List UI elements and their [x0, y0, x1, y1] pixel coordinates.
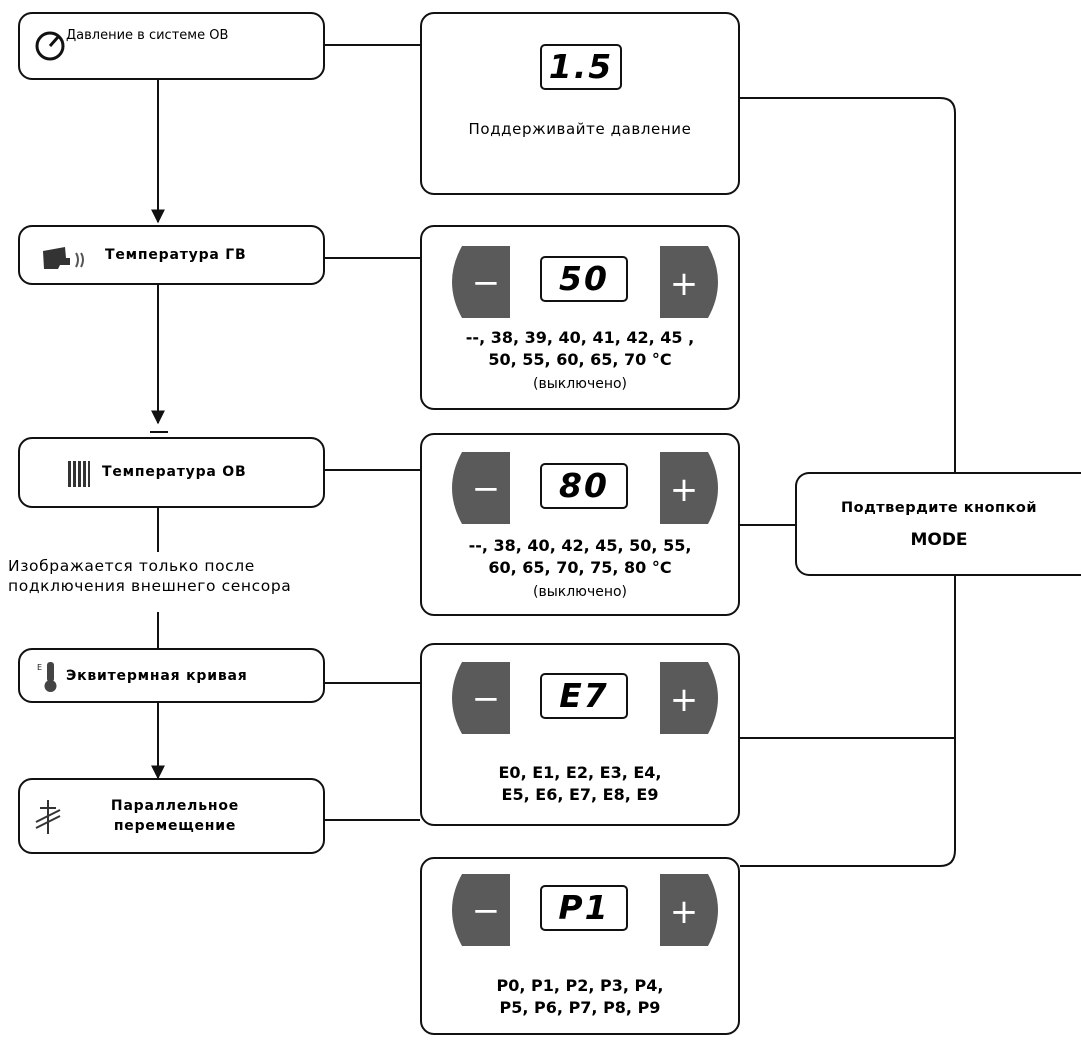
parallel-shift-icon	[34, 800, 62, 838]
step-label: Температура ОВ	[102, 464, 247, 480]
step-parallel-shift: Параллельное перемещение	[18, 778, 325, 854]
step-label: Давление в системе ОВ	[66, 28, 229, 43]
confirm-text: Подтвердите кнопкой	[840, 500, 1038, 516]
value-list: P0, P1, P2, P3, P4, P5, P6, P7, P8, P9	[496, 976, 664, 1017]
display-readout: 1.5	[540, 44, 622, 90]
step-pressure: Давление в системе ОВ	[18, 12, 325, 80]
svg-text:+: +	[670, 892, 699, 932]
step-heating-temperature: Температура ОВ	[18, 437, 325, 508]
plus-button[interactable]: +	[654, 660, 722, 736]
panel-pressure: 1.5 Поддерживайте давление	[420, 12, 740, 195]
confirm-mode-box: Подтвердите кнопкой MODE	[795, 472, 1081, 576]
step-dhw-temperature: Температура ГВ	[18, 225, 325, 285]
minus-button[interactable]: −	[448, 660, 516, 736]
svg-text:+: +	[670, 680, 699, 720]
display-readout: 50	[540, 256, 628, 302]
minus-button[interactable]: −	[448, 872, 516, 948]
hot-water-tap-icon	[40, 245, 86, 275]
panel-heating-temperature: − 80 + --, 38, 40, 42, 45, 50, 55, 60, 6…	[420, 433, 740, 616]
step-label: Эквитермная кривая	[66, 668, 248, 684]
radiator-icon	[68, 461, 90, 491]
svg-text:E: E	[37, 663, 42, 672]
svg-text:+: +	[670, 470, 699, 510]
off-note: (выключено)	[532, 376, 628, 392]
svg-text:−: −	[472, 679, 501, 719]
display-readout: E7	[540, 673, 628, 719]
step-label: Параллельное перемещение	[110, 798, 240, 834]
value-list: --, 38, 40, 42, 45, 50, 55, 60, 65, 70, …	[468, 536, 692, 577]
svg-text:−: −	[472, 891, 501, 931]
svg-text:−: −	[472, 469, 501, 509]
step-label: Температура ГВ	[105, 247, 247, 263]
thermometer-icon: E	[36, 660, 62, 698]
panel-weather-curve: − E7 + E0, E1, E2, E3, E4, E5, E6, E7, E…	[420, 643, 740, 826]
svg-text:+: +	[670, 264, 699, 304]
plus-button[interactable]: +	[654, 872, 722, 948]
value-list: --, 38, 39, 40, 41, 42, 45 , 50, 55, 60,…	[465, 328, 695, 369]
pressure-gauge-icon	[34, 30, 66, 66]
minus-button[interactable]: −	[448, 450, 516, 526]
panel-dhw-temperature: − 50 + --, 38, 39, 40, 41, 42, 45 , 50, …	[420, 225, 740, 410]
step-weather-curve: E Эквитермная кривая	[18, 648, 325, 703]
panel-parallel-shift: − P1 + P0, P1, P2, P3, P4, P5, P6, P7, P…	[420, 857, 740, 1035]
svg-text:−: −	[472, 263, 501, 303]
off-note: (выключено)	[532, 584, 628, 600]
display-readout: P1	[540, 885, 628, 931]
panel-caption: Поддерживайте давление	[468, 120, 692, 138]
display-readout: 80	[540, 463, 628, 509]
plus-button[interactable]: +	[654, 450, 722, 526]
value-list: E0, E1, E2, E3, E4, E5, E6, E7, E8, E9	[498, 763, 662, 804]
minus-button[interactable]: −	[448, 244, 516, 320]
mode-label: MODE	[910, 530, 968, 550]
sensor-hint: Изображается только после подключения вн…	[8, 557, 292, 595]
plus-button[interactable]: +	[654, 244, 722, 320]
